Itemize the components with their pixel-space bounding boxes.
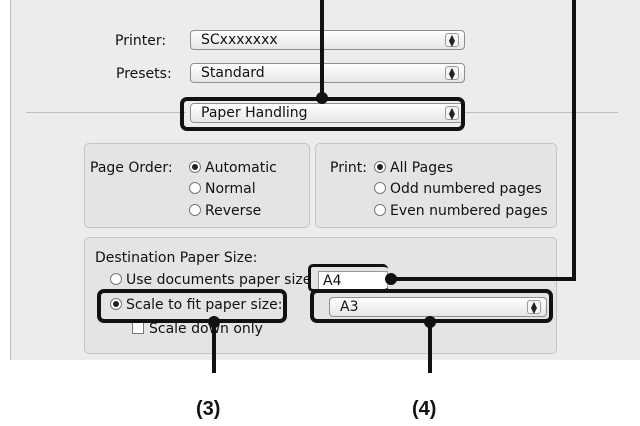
radio-icon [374, 204, 386, 216]
page-order-automatic-radio[interactable]: Automatic [189, 160, 277, 176]
highlight-scale-to-fit [97, 289, 287, 323]
scale-down-only-checkbox[interactable]: Scale down only [132, 321, 263, 337]
panel-popup[interactable]: Paper Handling ▲▼ [190, 103, 465, 123]
radio-selected-icon [374, 161, 386, 173]
leader-dot [424, 316, 436, 328]
scale-paper-value: A3 [340, 299, 359, 315]
presets-value: Standard [201, 65, 265, 81]
leader-dot [208, 316, 220, 328]
printer-value: SCxxxxxxx [201, 32, 278, 48]
divider-right [462, 112, 618, 113]
print-odd-pages-radio[interactable]: Odd numbered pages [374, 181, 542, 197]
checkbox-icon [132, 322, 144, 334]
print-label: Print: [330, 160, 367, 176]
leader-line-top-left [320, 0, 324, 97]
highlight-documents-paper [308, 264, 388, 292]
radio-icon [189, 182, 201, 194]
page-order-normal-radio[interactable]: Normal [189, 181, 256, 197]
leader-line-horizontal [390, 277, 576, 281]
presets-label: Presets: [116, 66, 172, 82]
printer-popup[interactable]: SCxxxxxxx ▲▼ [190, 30, 465, 50]
popup-arrows-icon: ▲▼ [445, 106, 459, 121]
print-all-pages-radio[interactable]: All Pages [374, 160, 453, 176]
destination-paper-group: Destination Paper Size: Use documents pa… [84, 237, 557, 354]
radio-icon [374, 182, 386, 194]
callout-3: (3) [196, 398, 221, 420]
callout-4: (4) [412, 398, 437, 420]
divider-left [26, 112, 186, 113]
popup-arrows-icon: ▲▼ [445, 33, 459, 48]
page-order-reverse-radio[interactable]: Reverse [189, 203, 261, 219]
destination-label: Destination Paper Size: [95, 250, 258, 266]
print-range-group: Print: All Pages Odd numbered pages Even… [315, 143, 557, 228]
radio-icon [189, 204, 201, 216]
leader-line-callout-4 [428, 322, 432, 373]
page-order-label: Page Order: [90, 160, 173, 176]
radio-selected-icon [110, 298, 122, 310]
leader-line-top-right [572, 0, 576, 281]
print-even-pages-radio[interactable]: Even numbered pages [374, 203, 548, 219]
scale-paper-size-popup[interactable]: A3 ▲▼ [329, 297, 547, 317]
leader-line-callout-3 [212, 322, 216, 373]
print-dialog: Printer: SCxxxxxxx ▲▼ Presets: Standard … [10, 0, 640, 360]
leader-dot [385, 273, 397, 285]
presets-popup[interactable]: Standard ▲▼ [190, 63, 465, 83]
leader-dot [316, 92, 328, 104]
radio-selected-icon [189, 161, 201, 173]
scale-to-fit-radio[interactable]: Scale to fit paper size: [110, 297, 282, 313]
popup-arrows-icon: ▲▼ [445, 66, 459, 81]
popup-arrows-icon: ▲▼ [527, 300, 541, 315]
panel-value: Paper Handling [201, 105, 308, 121]
page-order-group: Page Order: Automatic Normal Reverse [84, 143, 310, 228]
radio-icon [110, 273, 122, 285]
printer-label: Printer: [115, 33, 167, 49]
use-documents-paper-size-radio[interactable]: Use documents paper size [110, 272, 311, 288]
